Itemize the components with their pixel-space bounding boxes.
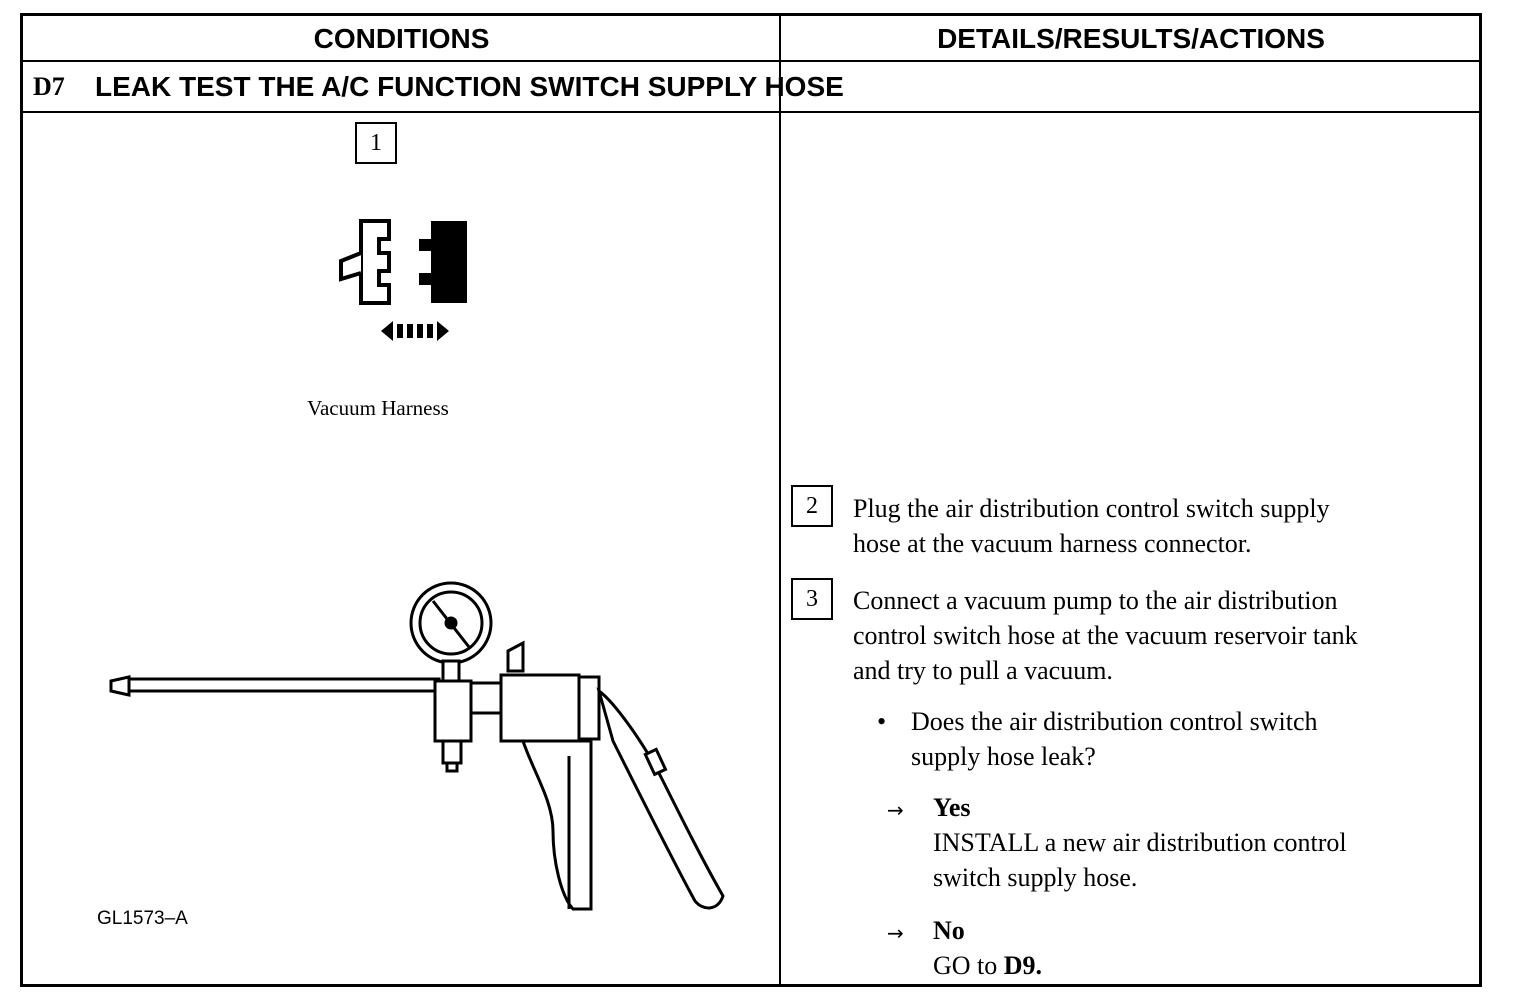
no-text-prefix: GO to [933, 951, 1004, 980]
step-number-3: 3 [791, 578, 833, 620]
step-2-line-2: hose at the vacuum harness connector. [853, 529, 1252, 558]
vacuum-pump-illustration [109, 581, 725, 911]
yes-label: Yes [933, 793, 971, 822]
figure-code: GL1573–A [97, 908, 188, 929]
step-title: LEAK TEST THE A/C FUNCTION SWITCH SUPPLY… [95, 70, 844, 102]
column-divider [779, 16, 781, 984]
yes-line-1: INSTALL a new air distribution control [933, 828, 1347, 857]
step-number-1: 1 [355, 122, 397, 164]
step-3-instruction: Connect a vacuum pump to the air distrib… [853, 583, 1453, 688]
connector-caption: Vacuum Harness [307, 396, 449, 420]
step-2-instruction: Plug the air distribution control switch… [853, 491, 1453, 561]
step-2-line-1: Plug the air distribution control switch… [853, 494, 1330, 523]
yes-branch: Yes INSTALL a new air distribution contr… [933, 790, 1493, 895]
step-number-2: 2 [791, 485, 833, 527]
no-line: GO to D9. [933, 948, 1493, 983]
vacuum-harness-connector-illustration [339, 219, 467, 341]
bullet-icon: • [877, 707, 887, 736]
step-code: D7 [33, 71, 65, 101]
yes-line-2: switch supply hose. [933, 863, 1138, 892]
column-header-conditions: CONDITIONS [313, 22, 490, 54]
no-arrow-icon: → [887, 921, 904, 945]
diagnostic-table: CONDITIONS DETAILS/RESULTS/ACTIONS D7 LE… [20, 13, 1482, 987]
step-3-line-2: control switch hose at the vacuum reserv… [853, 621, 1358, 650]
question-line-2: supply hose leak? [911, 742, 1096, 771]
yes-arrow-icon: → [887, 798, 904, 822]
step-3-line-1: Connect a vacuum pump to the air distrib… [853, 586, 1338, 615]
column-header-actions: DETAILS/RESULTS/ACTIONS [937, 22, 1325, 54]
step-title-row: D7 LEAK TEST THE A/C FUNCTION SWITCH SUP… [23, 62, 1482, 111]
title-divider [23, 111, 1482, 113]
no-target-step: D9. [1003, 951, 1043, 980]
step-3-line-3: and try to pull a vacuum. [853, 656, 1113, 685]
header-divider [23, 60, 1482, 62]
no-branch: No GO to D9. [933, 913, 1493, 983]
question-line-1: Does the air distribution control switch [911, 707, 1318, 736]
no-label: No [933, 916, 965, 945]
